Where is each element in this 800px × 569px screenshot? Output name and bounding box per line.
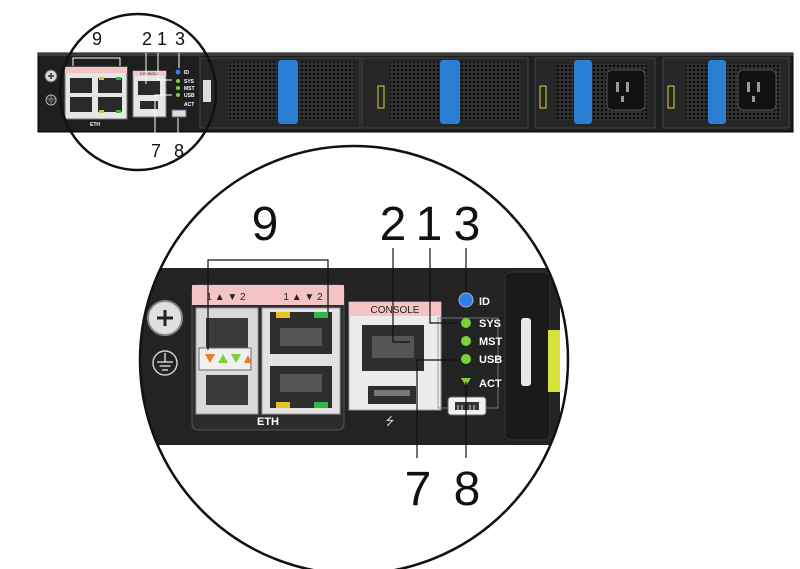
console-module: CONSOLE ⭍ xyxy=(348,301,442,428)
small-led-id-label: ID xyxy=(184,70,189,76)
small-led-act-label: ACT xyxy=(184,102,194,108)
small-eth-module: ETH xyxy=(64,66,128,128)
small-console-label: CONSOLE xyxy=(140,71,160,76)
small-led-sys-label: SYS xyxy=(184,79,195,85)
led-act-label: ACT xyxy=(479,378,502,390)
magnified-panel: 1 ▲ ▼ 2 1 ▲ ▼ 2 ETH xyxy=(140,146,568,569)
eth-label: ETH xyxy=(257,416,279,428)
callout-2-top: 2 xyxy=(142,29,152,49)
small-led-panel: ID SYS MST USB ACT xyxy=(171,69,195,118)
small-callout-lines xyxy=(72,53,180,140)
power-module-1 xyxy=(534,57,656,129)
callout-7-top: 7 xyxy=(151,141,161,161)
eth-port-pair-left-label: 1 ▲ ▼ 2 xyxy=(206,292,246,303)
power-module-2 xyxy=(662,57,790,129)
usb-symbol-icon: ⭍ xyxy=(385,415,394,428)
callout-8-top: 8 xyxy=(174,141,184,161)
ground-screw-icon xyxy=(147,300,183,336)
ground-symbol-icon xyxy=(152,350,178,376)
chassis-front-panel: ETH CONSOLE ID SYS MST USB ACT xyxy=(37,52,794,133)
fan-module-1 xyxy=(199,57,361,129)
callout-1: 1 xyxy=(416,198,443,251)
small-eth-label: ETH xyxy=(90,122,100,128)
led-sys-label: SYS xyxy=(479,318,501,330)
eth-module: 1 ▲ ▼ 2 1 ▲ ▼ 2 ETH xyxy=(191,284,345,431)
power-socket-icon xyxy=(737,69,777,111)
large-zoom-circle xyxy=(138,144,570,569)
callout-9-top: 9 xyxy=(92,29,102,49)
led-usb-label: USB xyxy=(479,354,502,366)
small-led-mst-label: MST xyxy=(184,86,195,92)
console-label: CONSOLE xyxy=(371,305,420,316)
ground-symbol-icon xyxy=(45,94,57,106)
callout-7: 7 xyxy=(405,463,432,516)
led-mst-label: MST xyxy=(479,336,503,348)
eth-port-pair-right-label: 1 ▲ ▼ 2 xyxy=(283,292,323,303)
callout-1-top: 1 xyxy=(157,29,167,49)
callout-lines xyxy=(207,248,467,458)
callout-3-top: 3 xyxy=(175,29,185,49)
callout-2: 2 xyxy=(380,198,407,251)
callout-3: 3 xyxy=(454,198,481,251)
power-socket-icon xyxy=(606,69,646,111)
callout-8: 8 xyxy=(454,463,481,516)
led-panel: ID SYS MST USB ACT xyxy=(437,292,503,416)
small-console-module: CONSOLE xyxy=(132,70,167,118)
led-id-label: ID xyxy=(479,296,490,308)
callout-9: 9 xyxy=(252,198,279,251)
ground-screw-icon xyxy=(44,69,58,83)
small-zoom-circle xyxy=(58,12,218,172)
small-led-usb-label: USB xyxy=(184,93,195,99)
fan-module-2 xyxy=(361,57,529,129)
